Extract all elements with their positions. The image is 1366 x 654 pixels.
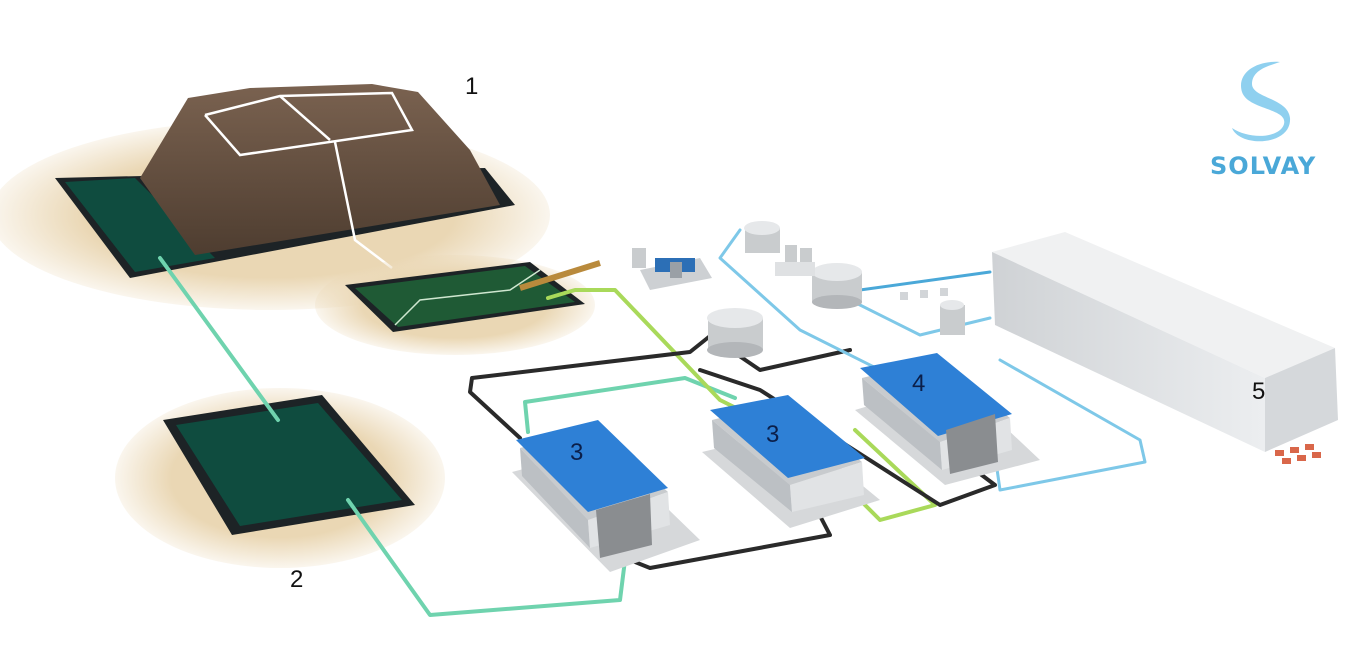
warehouse — [992, 232, 1338, 464]
tank-small-right — [940, 300, 965, 335]
pipe-teal-loop — [525, 378, 735, 432]
product-pallets — [1275, 444, 1321, 464]
solvay-logo-mark — [1232, 62, 1290, 141]
small-tanks-cluster — [775, 245, 815, 276]
logo-s-icon — [1232, 62, 1290, 141]
tank-large-center — [707, 308, 763, 358]
pipe-blue-lower — [850, 300, 990, 335]
tank-mid-right — [812, 263, 862, 309]
label-heap: 1 — [465, 73, 478, 101]
process-building-c — [855, 353, 1040, 485]
process-building-b — [702, 395, 880, 528]
label-building-b: 3 — [766, 421, 779, 449]
tank-top-left — [744, 221, 780, 253]
logo-wordmark: SOLVAY — [1210, 152, 1316, 180]
label-warehouse: 5 — [1252, 378, 1265, 406]
label-pond: 2 — [290, 566, 303, 594]
pump-skid — [632, 248, 712, 290]
label-building-c: 4 — [912, 370, 925, 398]
pipe-blue-warehouse — [860, 272, 990, 290]
solution-pond — [115, 388, 445, 568]
process-tanks — [632, 221, 965, 358]
small-drums — [900, 288, 948, 300]
middle-basin — [315, 255, 600, 355]
label-building-a: 3 — [570, 439, 583, 467]
process-building-a — [512, 420, 700, 572]
